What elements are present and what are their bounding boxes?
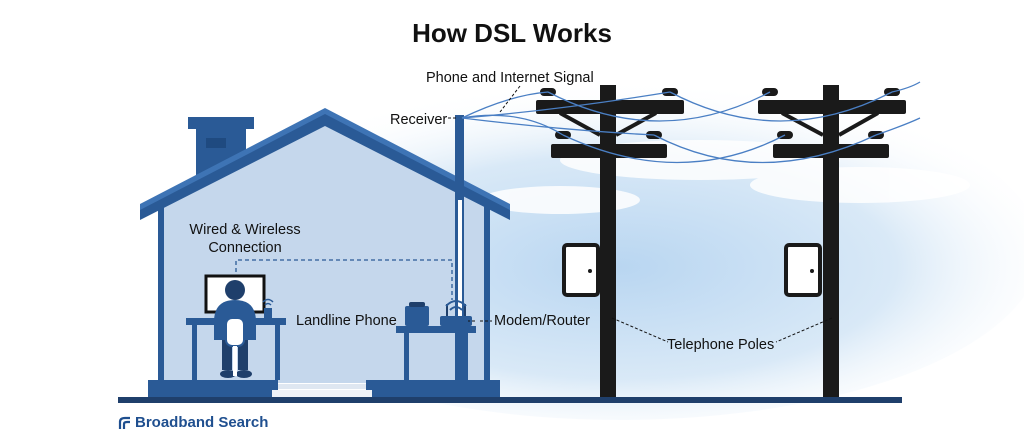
modem-router-icon xyxy=(440,316,472,326)
label-modem: Modem/Router xyxy=(494,313,590,329)
telephone-pole-1 xyxy=(536,85,684,397)
label-signal: Phone and Internet Signal xyxy=(426,70,594,86)
wifi-icon-desk xyxy=(262,298,274,306)
label-landline: Landline Phone xyxy=(296,313,397,329)
signal-wires xyxy=(461,81,921,164)
side-table xyxy=(396,302,476,380)
wifi-icon-modem xyxy=(445,300,467,311)
leader-lines xyxy=(448,85,833,343)
brand-logo: Broadband Search xyxy=(118,414,268,431)
brand-logo-icon xyxy=(118,416,130,429)
diagram-title: How DSL Works xyxy=(412,18,612,48)
foundation xyxy=(148,380,278,397)
label-connection-line1: Wired & Wireless xyxy=(189,222,301,238)
ground-line xyxy=(118,397,902,403)
label-receiver: Receiver xyxy=(390,112,448,128)
brand-name: Broadband Search xyxy=(135,414,269,431)
person xyxy=(214,280,256,378)
connection-dashed-line xyxy=(235,259,453,300)
landline-phone-icon xyxy=(405,306,429,326)
label-poles: Telephone Poles xyxy=(667,337,775,353)
label-connection-line2: Connection xyxy=(208,240,282,256)
